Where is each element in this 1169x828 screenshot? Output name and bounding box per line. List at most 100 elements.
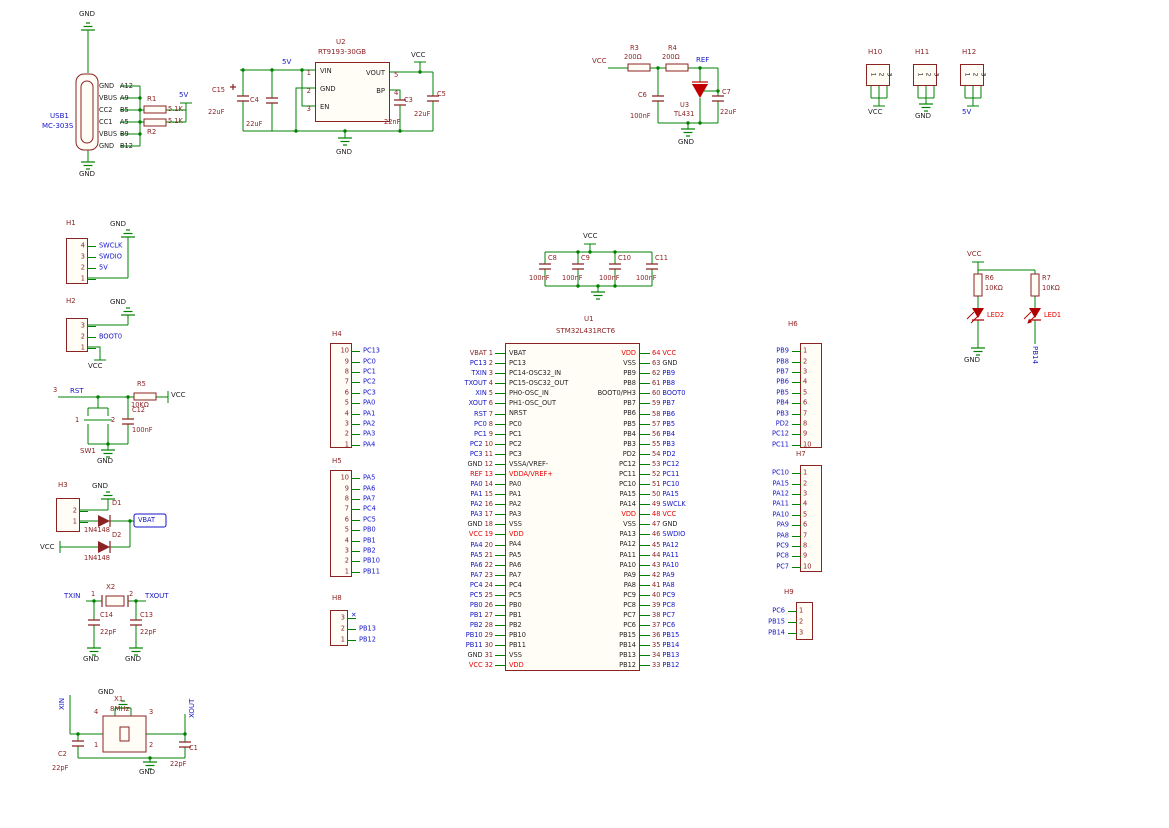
u2-pin-row[interactable]: VOUT 5 <box>365 69 399 79</box>
header-pin-row[interactable]: 3 PA2 <box>331 419 375 429</box>
header-pin-row[interactable]: 10 PC11 <box>772 440 821 450</box>
resistor-value[interactable]: 200Ω <box>662 53 680 61</box>
h2-body[interactable]: 3 2 BOOT0 1 <box>66 318 122 352</box>
cap-designator[interactable]: C4 <box>250 96 259 104</box>
header-pin-row[interactable]: 1 PA4 <box>331 440 375 450</box>
jumper-header[interactable]: H11 1 2 3 GND <box>913 48 940 120</box>
header-pin-row[interactable]: 2 PB8 <box>776 356 821 366</box>
usb-designator[interactable]: USB1 <box>50 112 69 120</box>
resistor-designator[interactable]: R4 <box>668 44 677 52</box>
gnd-label[interactable]: GND <box>125 655 142 663</box>
net-label-rst[interactable]: RST <box>70 387 84 395</box>
h9-body[interactable]: 1 PC6 2 PB15 3 PB14 <box>768 602 813 640</box>
diode-value[interactable]: 1N4148 <box>84 526 110 534</box>
resistor-value[interactable]: 5.1K <box>168 117 183 125</box>
header-pin-row[interactable]: 4 PA1 <box>331 408 375 418</box>
h6-designator[interactable]: H6 <box>788 320 798 328</box>
gnd-label[interactable]: GND <box>110 220 127 228</box>
header-pin-row[interactable]: 5 PB5 <box>776 388 821 398</box>
resistor-designator[interactable]: R2 <box>147 128 157 136</box>
h3-body[interactable]: 2 1 <box>56 498 88 532</box>
resistor-value[interactable]: 200Ω <box>624 53 642 61</box>
jumper-body[interactable]: 1 2 3 <box>866 64 893 86</box>
h4-body[interactable]: 10 PC13 9 PC0 8 PC1 7 PC2 6 PC3 5 PA0 4 … <box>330 343 380 450</box>
header-pin-row[interactable]: 7 PC2 <box>331 377 376 387</box>
cap-value[interactable]: 100nF <box>132 426 153 434</box>
diode-designator[interactable]: D1 <box>112 499 122 507</box>
u2-pin-row[interactable]: 2 GND <box>306 85 336 95</box>
header-pin-row[interactable]: 4 PB1 <box>331 535 376 545</box>
net-label-pb14[interactable]: PB14 <box>1031 346 1039 364</box>
cap-designator[interactable]: C11 <box>655 254 668 262</box>
cap-value[interactable]: 100nF <box>529 274 550 282</box>
gnd-label[interactable]: GND <box>139 768 156 776</box>
header-pin-row[interactable]: 8 PD2 <box>776 419 821 429</box>
cap-designator[interactable]: C5 <box>437 90 446 98</box>
cap-designator[interactable]: C9 <box>581 254 590 262</box>
cap-value[interactable]: 22uF <box>246 120 263 128</box>
header-pin-row[interactable]: 7 PA8 <box>777 530 821 540</box>
xtal-designator[interactable]: X2 <box>106 583 116 591</box>
diode-value[interactable]: 1N4148 <box>84 554 110 562</box>
header-pin-row[interactable]: 8 PC1 <box>331 367 376 377</box>
sw-designator[interactable]: SW1 <box>80 447 96 455</box>
gnd-label[interactable]: GND <box>97 457 114 465</box>
resistor-value[interactable]: 5.1K <box>168 105 183 113</box>
jumper-body[interactable]: 1 2 3 <box>960 64 987 86</box>
header-pin-row[interactable]: 2 5V <box>67 262 108 273</box>
cap-designator[interactable]: C12 <box>132 406 145 414</box>
cap-designator[interactable]: C2 <box>58 750 67 758</box>
header-pin-row[interactable]: 6 PC5 <box>331 515 376 525</box>
h3-designator[interactable]: H3 <box>58 481 68 489</box>
header-pin-row[interactable]: 3 PB7 <box>776 367 821 377</box>
cap-value[interactable]: 100nF <box>630 112 651 120</box>
cap-value[interactable]: 22pF <box>100 628 117 636</box>
gnd-label[interactable]: GND <box>79 170 96 178</box>
header-pin-row[interactable]: 1 <box>57 516 88 527</box>
resistor-designator[interactable]: R5 <box>137 380 146 388</box>
cap-value[interactable]: 22nF <box>384 118 401 126</box>
header-pin-row[interactable]: 10 PC7 <box>776 562 821 572</box>
header-pin-row[interactable]: 4 PA11 <box>773 499 821 509</box>
net-flag-vbat[interactable]: VBAT <box>138 516 156 524</box>
cap-designator[interactable]: C7 <box>722 88 731 96</box>
h5-designator[interactable]: H5 <box>332 457 342 465</box>
u2-designator[interactable]: U2 <box>336 38 346 46</box>
jumper-header[interactable]: H12 1 2 3 5V <box>960 48 987 116</box>
header-pin-row[interactable]: 8 PA7 <box>331 494 375 504</box>
cap-designator[interactable]: C3 <box>404 96 413 104</box>
u2-pin-row[interactable]: 3 EN <box>306 103 330 113</box>
u2-value[interactable]: RT9193-30GB <box>318 48 367 56</box>
resistor-value[interactable]: 10KΩ <box>131 401 149 409</box>
cap-designator[interactable]: C1 <box>189 744 198 752</box>
header-pin-row[interactable]: 5 PA0 <box>331 398 375 408</box>
